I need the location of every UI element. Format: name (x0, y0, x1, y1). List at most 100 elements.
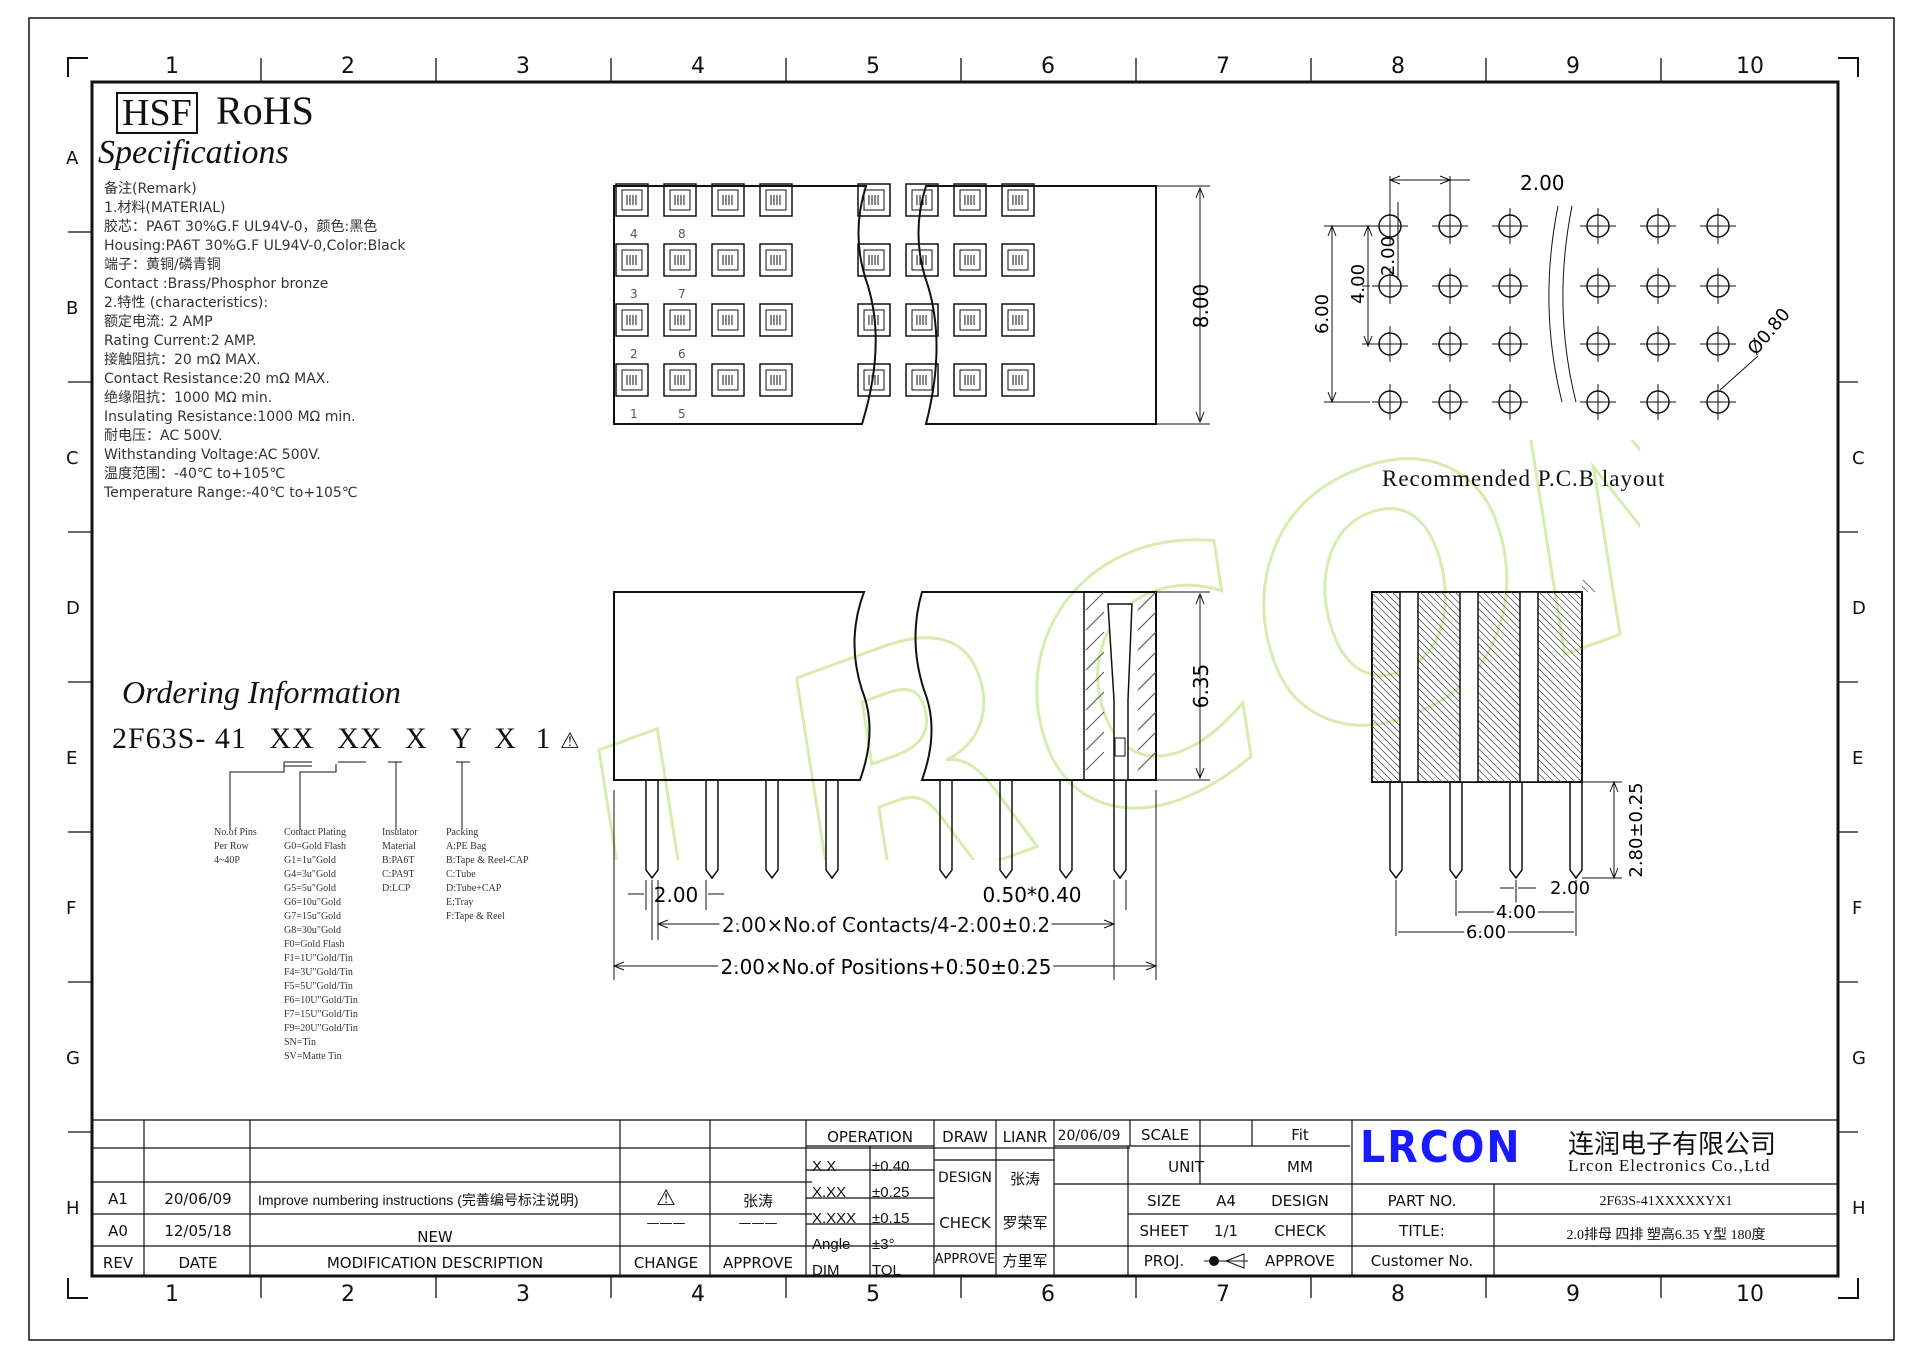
design-name: 张涛 (1009, 1170, 1040, 1188)
tolerance-row: X.X±0.40 (812, 1154, 909, 1180)
row-label: B (66, 298, 79, 319)
col-label: 8 (1391, 54, 1405, 79)
revision-approver: ——— (738, 1216, 778, 1231)
pcb-hole (1640, 326, 1676, 362)
pcb-pitch-v-dim: 2.00 (1378, 236, 1399, 276)
scale-label: SCALE (1140, 1126, 1190, 1144)
part-code-prefix: 2F63S- 41 (112, 722, 247, 755)
revision-code: A0 (108, 1222, 128, 1240)
draw-name: LIANR (1002, 1128, 1048, 1146)
pcb-pitch-dim: 2.00 (1520, 171, 1565, 195)
contact-cavity (905, 303, 939, 337)
list-item: Insulator (382, 827, 418, 838)
pcb-hole (1372, 208, 1408, 244)
col-label: 7 (1216, 54, 1230, 79)
date-header: DATE (178, 1254, 218, 1272)
list-item: G5=5u"Gold (284, 883, 336, 894)
pcb-hole (1492, 384, 1528, 420)
list-item: F1=1U"Gold/Tin (284, 953, 353, 964)
list-item: 额定电流: 2 AMP (104, 314, 213, 330)
part-code: 2F63S- 41 XX XX X Y X 1 ⚠ (112, 722, 581, 756)
pcb-hole (1580, 326, 1616, 362)
side-height-dim: 6.35 (1189, 664, 1213, 709)
list-item: Per Row (214, 841, 249, 852)
projection-label: PROJ. (1143, 1252, 1185, 1270)
list-item: E:Tray (446, 897, 474, 908)
code-part-pins: XX (269, 722, 315, 755)
col-label: 9 (1566, 54, 1580, 79)
list-item: 温度范围：-40℃ to+105℃ (104, 466, 286, 482)
list-item: No.of Pins (214, 827, 257, 838)
pin-number: 7 (678, 287, 686, 301)
projection-symbol-icon (1204, 1253, 1248, 1269)
contact-cavity (953, 303, 987, 337)
row-label: D (66, 598, 80, 619)
col-label: 3 (516, 54, 530, 79)
design-label: DESIGN (938, 1170, 992, 1186)
contact-cavity (615, 363, 649, 397)
unit-value: MM (1287, 1158, 1313, 1176)
pcb-hole (1432, 208, 1468, 244)
pcb-hole (1492, 326, 1528, 362)
code-part-style: Y (450, 722, 472, 755)
revision-change: ——— (646, 1216, 686, 1231)
list-item: Temperature Range:-40℃ to+105℃ (104, 485, 358, 501)
row-label: C (1852, 448, 1865, 469)
col-label: 6 (1041, 1282, 1055, 1307)
list-item: 4~40P (214, 855, 240, 866)
pin-number: 6 (678, 347, 686, 361)
pcb-hole (1640, 268, 1676, 304)
side-pitch-dim: 2.00 (654, 883, 699, 907)
pcb-hole (1700, 326, 1736, 362)
contact-cavity (1001, 363, 1035, 397)
contact-cavity (663, 243, 697, 277)
pin-number: 4 (630, 227, 638, 241)
contact-cavity (953, 183, 987, 217)
tolerance-value: ±0.25 (872, 1184, 910, 1201)
pcb-hole (1372, 384, 1408, 420)
list-item: Insulating Resistance:1000 MΩ min. (104, 409, 356, 425)
pin-number: 1 (630, 407, 638, 421)
contact-cavity (857, 363, 891, 397)
list-item: 备注(Remark) (104, 181, 197, 197)
col-label: 1 (165, 54, 179, 79)
row-label: H (66, 1198, 80, 1219)
row-label: G (1852, 1048, 1866, 1069)
contact-cavity (905, 243, 939, 277)
col-label: 3 (516, 1282, 530, 1307)
revision-approver: 张涛 (742, 1192, 773, 1210)
list-item: F4=3U"Gold/Tin (284, 967, 353, 978)
draw-label: DRAW (942, 1128, 988, 1146)
code-part-plating: XX (337, 722, 383, 755)
contact-cavity (615, 243, 649, 277)
list-item: 接触阻抗：20 mΩ MAX. (104, 352, 261, 368)
design-label-2: DESIGN (1271, 1192, 1329, 1210)
tail-length-dim: 2.80±0.25 (1626, 782, 1647, 877)
end-2-dim: 2.00 (1550, 878, 1590, 899)
pin-number: 5 (678, 407, 686, 421)
contact-cavity (857, 243, 891, 277)
pin-size-dim: 0.50*0.40 (982, 883, 1081, 907)
ordering-title: Ordering Information (122, 674, 401, 710)
col-label: 2 (341, 54, 355, 79)
pcb-6-dim: 6.00 (1312, 294, 1333, 334)
tolerance-dim: X.XXX (812, 1210, 857, 1227)
tolerance-dim: X.XX (812, 1184, 847, 1201)
pcb-hole (1432, 326, 1468, 362)
size-label: SIZE (1147, 1192, 1181, 1210)
code-part-insulator: X (405, 722, 428, 755)
company-name-cn: 连润电子有限公司 (1568, 1130, 1777, 1159)
hsf-badge: HSF (116, 92, 198, 134)
pcb-hole (1372, 268, 1408, 304)
tolerance-value: ±0.15 (872, 1210, 910, 1227)
revision-desc: NEW (417, 1228, 453, 1246)
list-item: Rating Current:2 AMP. (104, 333, 257, 349)
specifications-title: Specifications (98, 134, 289, 171)
contact-cavity (711, 183, 745, 217)
